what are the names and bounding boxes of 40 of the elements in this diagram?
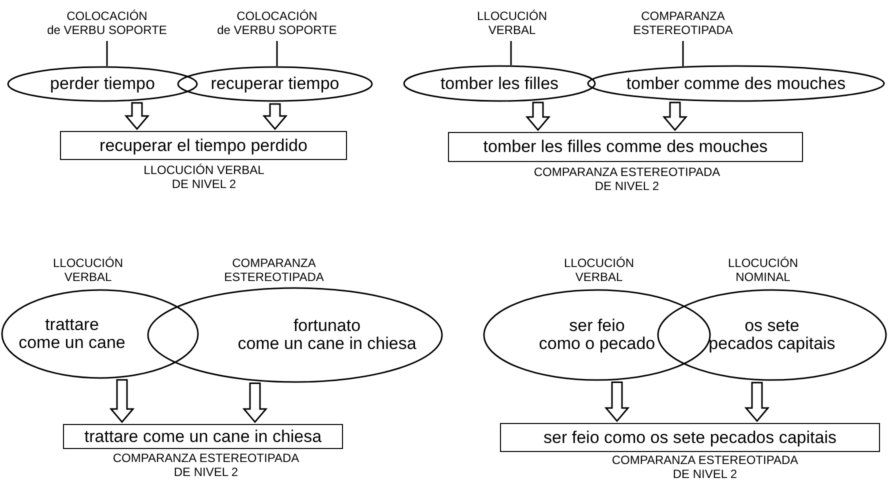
leader-line xyxy=(276,41,278,66)
hollow-arrow xyxy=(525,102,551,132)
ellipse-shape xyxy=(8,67,197,101)
category-label: COMPARANZA ESTEREOTIPADA xyxy=(224,257,324,285)
phrase-text: fortunato come un cane in chiesa xyxy=(238,317,416,353)
category-label: LLOCUCIÓN VERBAL DE NIVEL 2 xyxy=(144,164,264,192)
hollow-arrow xyxy=(744,382,770,422)
leader-line xyxy=(106,41,108,66)
hollow-arrow xyxy=(262,103,288,130)
phrase-text: ser feio como o pecado xyxy=(538,317,656,353)
phrase-text: ser feio como os sete pecados capitais xyxy=(544,428,836,446)
hollow-arrow xyxy=(604,382,630,422)
phrase-text: trattare come un cane in chiesa xyxy=(84,428,322,446)
category-label: LLOCUCIÓN VERBAL xyxy=(476,10,547,38)
category-label: COLOCACIÓN de VERBU SOPORTE xyxy=(217,10,337,38)
leader-line xyxy=(682,41,684,66)
phrase-text: tomber les filles comme des mouches xyxy=(483,138,768,156)
ellipse-shape xyxy=(404,66,595,101)
hollow-arrow xyxy=(242,382,268,424)
ellipse-shape xyxy=(588,66,884,101)
hollow-arrow xyxy=(124,102,150,130)
phrase-text: os sete pecados capitais xyxy=(708,317,836,353)
hollow-arrow xyxy=(109,379,135,424)
phrase-text: recuperar tiempo xyxy=(210,75,340,93)
category-label: COMPARANZA ESTEREOTIPADA DE NIVEL 2 xyxy=(112,452,300,480)
category-label: LLOCUCIÓN VERBAL xyxy=(52,257,123,285)
category-label: COMPARANZA ESTEREOTIPADA DE NIVEL 2 xyxy=(534,166,720,194)
category-label: COMPARANZA ESTEREOTIPADA xyxy=(633,10,733,38)
category-label: COMPARANZA ESTEREOTIPADA DE NIVEL 2 xyxy=(612,454,798,482)
category-label: COLOCACIÓN de VERBU SOPORTE xyxy=(47,10,167,38)
category-label: LLOCUCIÓN NOMINAL xyxy=(728,257,798,285)
phrase-text: perder tiempo xyxy=(50,75,155,93)
ellipse-shape xyxy=(178,67,372,101)
leader-line xyxy=(510,41,512,66)
category-label: LLOCUCIÓN VERBAL xyxy=(564,257,634,285)
hollow-arrow xyxy=(662,102,688,132)
phrase-text: recuperar el tiempo perdido xyxy=(100,136,308,154)
phrase-text: trattare come un cane xyxy=(18,316,126,352)
phrase-text: tomber les filles xyxy=(440,74,559,92)
phrase-text: tomber comme des mouches xyxy=(626,74,846,92)
